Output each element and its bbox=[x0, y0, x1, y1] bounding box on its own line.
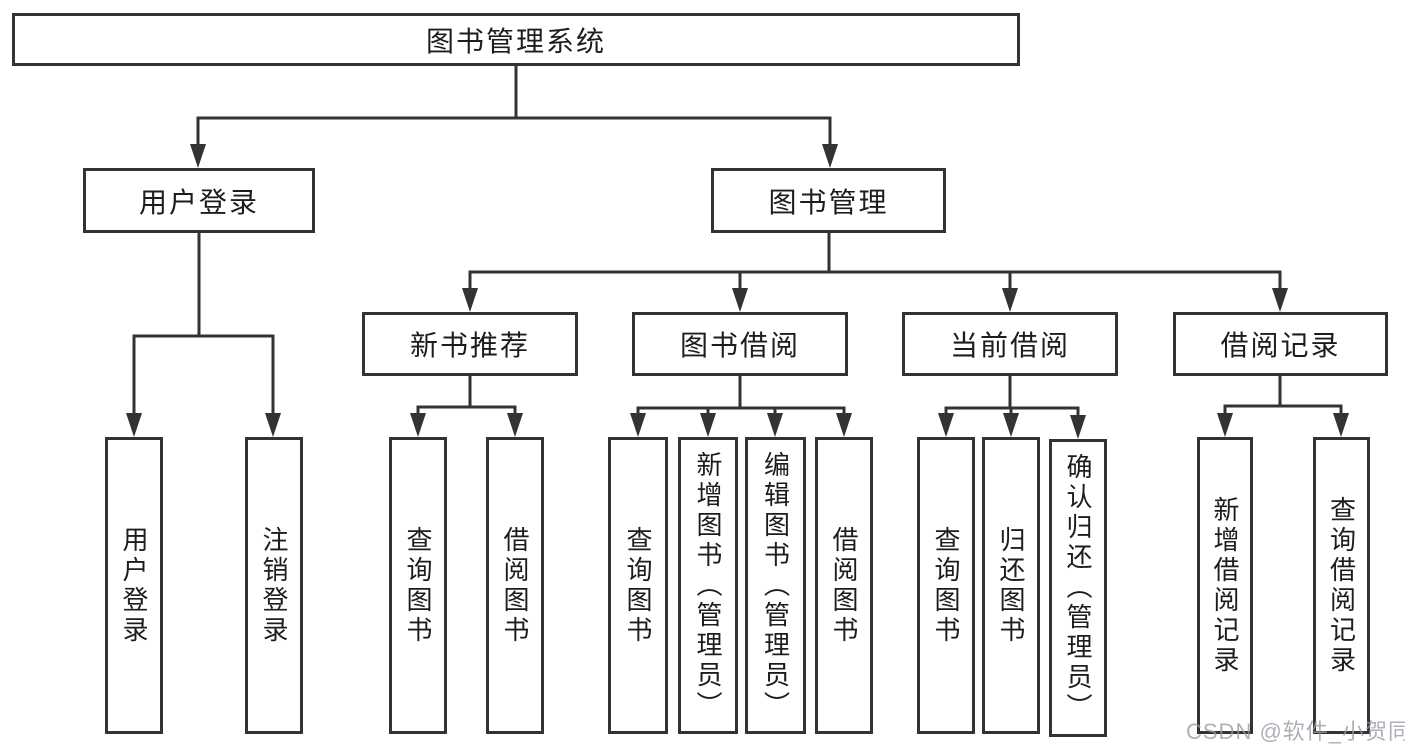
leaf-edit-book-admin-label: 编辑图书（管理员） bbox=[760, 450, 791, 721]
leaf-logout: 注销登录 bbox=[245, 437, 303, 734]
leaf-borrow-books-recommend-label: 借阅图书 bbox=[500, 525, 530, 646]
leaf-add-borrow-record-label: 新增借阅记录 bbox=[1210, 495, 1240, 676]
leaf-logout-label: 注销登录 bbox=[259, 525, 289, 646]
node-book-borrowing-label: 图书借阅 bbox=[679, 330, 800, 361]
leaf-user-login: 用户登录 bbox=[105, 437, 163, 734]
node-root: 图书管理系统 bbox=[12, 13, 1020, 66]
node-book-borrowing: 图书借阅 bbox=[632, 312, 848, 376]
node-new-book-recommend-label: 新书推荐 bbox=[409, 330, 530, 361]
leaf-query-books-recommend: 查询图书 bbox=[389, 437, 447, 734]
leaf-borrow-books-recommend: 借阅图书 bbox=[486, 437, 544, 734]
leaf-query-books-borrowing: 查询图书 bbox=[608, 437, 668, 734]
node-user-login: 用户登录 bbox=[83, 168, 315, 233]
connector-book-management-to-level3 bbox=[462, 233, 1288, 312]
node-current-borrowing-label: 当前借阅 bbox=[949, 330, 1070, 361]
node-borrowing-records-label: 借阅记录 bbox=[1220, 330, 1341, 361]
leaf-query-borrow-record: 查询借阅记录 bbox=[1313, 437, 1370, 734]
node-current-borrowing: 当前借阅 bbox=[902, 312, 1118, 376]
node-book-management: 图书管理 bbox=[711, 168, 946, 233]
leaf-return-book: 归还图书 bbox=[982, 437, 1040, 734]
leaf-edit-book-admin: 编辑图书（管理员） bbox=[745, 437, 806, 734]
connector-borrowing-records-to-leaves bbox=[1217, 376, 1349, 437]
node-root-label: 图书管理系统 bbox=[425, 25, 606, 57]
connector-new-book-to-leaves bbox=[410, 376, 523, 437]
node-book-management-label: 图书管理 bbox=[768, 186, 889, 218]
leaf-query-books-borrowing-label: 查询图书 bbox=[623, 525, 653, 646]
leaf-add-book-admin: 新增图书（管理员） bbox=[678, 437, 738, 734]
leaf-add-borrow-record: 新增借阅记录 bbox=[1197, 437, 1253, 734]
leaf-query-books-current-label: 查询图书 bbox=[931, 525, 961, 646]
node-borrowing-records: 借阅记录 bbox=[1173, 312, 1388, 376]
leaf-query-borrow-record-label: 查询借阅记录 bbox=[1326, 495, 1357, 676]
connector-current-borrowing-to-leaves bbox=[938, 376, 1086, 439]
leaf-return-book-label: 归还图书 bbox=[996, 525, 1026, 646]
leaf-confirm-return-admin: 确认归还（管理员） bbox=[1049, 439, 1107, 737]
leaf-add-book-admin-label: 新增图书（管理员） bbox=[693, 450, 723, 721]
connector-user-login-to-leaves bbox=[126, 233, 281, 437]
node-new-book-recommend: 新书推荐 bbox=[362, 312, 578, 376]
leaf-query-books-current: 查询图书 bbox=[917, 437, 975, 734]
leaf-query-books-recommend-label: 查询图书 bbox=[403, 525, 433, 646]
watermark: CSDN @软件_小贺同学 bbox=[1186, 719, 1405, 744]
leaf-borrow-books-borrowing: 借阅图书 bbox=[815, 437, 873, 734]
node-user-login-label: 用户登录 bbox=[138, 186, 259, 218]
leaf-confirm-return-admin-label: 确认归还（管理员） bbox=[1063, 453, 1093, 723]
leaf-borrow-books-borrowing-label: 借阅图书 bbox=[829, 525, 859, 646]
leaf-user-login-label: 用户登录 bbox=[119, 525, 149, 646]
connector-root-to-level2 bbox=[190, 66, 838, 168]
connector-book-borrowing-to-leaves bbox=[630, 376, 852, 437]
